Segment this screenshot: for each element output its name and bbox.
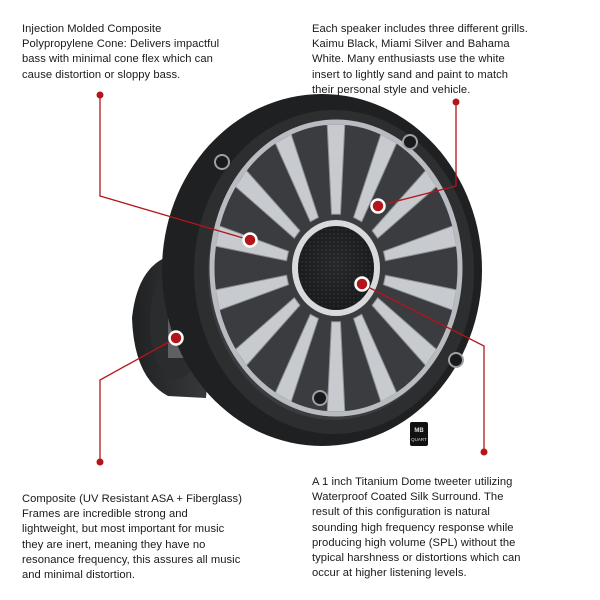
mounting-screws [214, 134, 464, 406]
cone-leader-line [99, 95, 251, 241]
grills-leader-line [377, 102, 457, 207]
badge-line2: QUART [411, 437, 427, 442]
tweeter-arrow-dot [354, 276, 370, 292]
badge-line1: MB [414, 428, 424, 434]
frames-marker-dot [96, 458, 104, 466]
tweeter [292, 220, 380, 316]
grills-marker-dot [452, 98, 460, 106]
brand-badge: MB QUART [410, 422, 428, 446]
cone-marker-dot [96, 91, 104, 99]
frames-leader-line [99, 337, 177, 462]
frames-callout-text: Composite (UV Resistant ASA + Fiberglass… [22, 493, 242, 582]
grill-outer-ring [209, 119, 463, 417]
cone-callout-text: Injection Molded Composite Polypropylene… [22, 23, 220, 81]
speaker-grill [209, 119, 463, 417]
tweeter-callout-text: A 1 inch Titanium Dome tweeter utilizing… [312, 476, 521, 580]
callout-markers [96, 91, 488, 466]
leader-lines [99, 95, 485, 462]
cone-arrow-dot [242, 232, 258, 248]
tweeter-leader-line [361, 283, 485, 452]
grills-callout-text: Each speaker includes three different gr… [312, 23, 528, 96]
tweeter-marker-dot [480, 448, 488, 456]
frames-arrow-dot [168, 330, 184, 346]
grills-arrow-dot [370, 198, 386, 214]
